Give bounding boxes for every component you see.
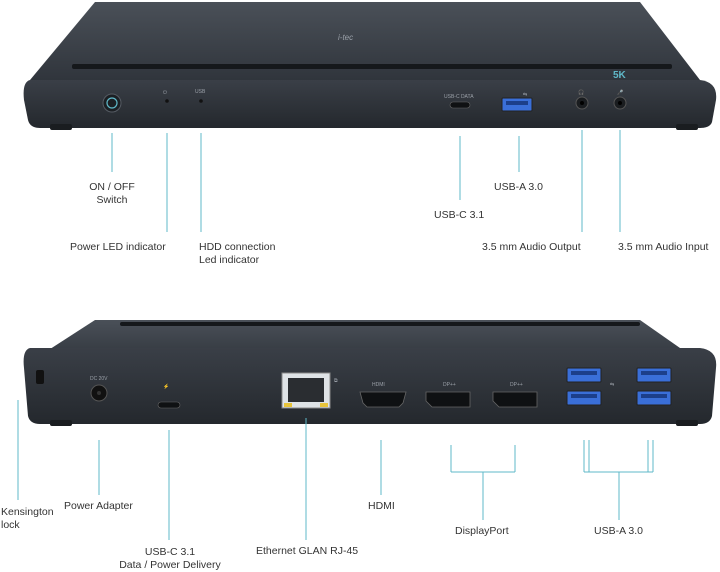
usb-c-pd-label-line2: Data / Power Delivery (119, 559, 221, 571)
dock-rear-slot (120, 322, 640, 326)
usb-a-tongue (506, 101, 528, 105)
hdmi-label: HDMI (368, 500, 395, 512)
dock-foot-right (676, 124, 698, 130)
dock-top-surface (30, 2, 700, 80)
displayport-1-print: DP++ (443, 382, 456, 388)
kensington-label-line2: lock (1, 519, 20, 531)
dock-rear-foot-left (50, 420, 72, 426)
usb-a-label: USB-A 3.0 (494, 181, 544, 193)
dock-rear-panel (23, 348, 717, 424)
top-callout-lines (111, 130, 621, 232)
brand-logo: i-tec (338, 33, 353, 42)
usb-ss-icon: ⇆ (610, 382, 614, 388)
headphones-icon: 🎧 (578, 89, 584, 96)
on-off-label-line1: ON / OFF (89, 181, 135, 193)
kensington-label: Kensington lock (1, 506, 54, 532)
dc-print: DC 20V (90, 376, 108, 382)
on-off-label: ON / OFF Switch (82, 181, 142, 207)
displayport-2-print: DP++ (510, 382, 523, 388)
hdd-led (199, 99, 203, 103)
power-led-icon: ⏻ (163, 90, 167, 96)
resolution-badge: 5K (613, 70, 627, 81)
hdd-led-label: HDD connection Led indicator (199, 241, 275, 267)
dock-rear-view: DC 20V ⚡ ⧉ HDMI DP++ DP++ (23, 320, 717, 426)
usb-c-pd-label-line1: USB-C 3.1 (144, 546, 196, 558)
dock-slot (72, 64, 672, 69)
dock-foot-left (50, 124, 72, 130)
displayport-2-port[interactable] (492, 391, 538, 408)
power-icon (106, 97, 118, 109)
audio-input-label: 3.5 mm Audio Input (618, 241, 709, 253)
usb-c-port[interactable] (449, 101, 471, 109)
dc-pin (97, 391, 101, 395)
on-off-label-line2: Switch (96, 194, 128, 206)
hdd-led-print: USB (195, 89, 206, 95)
dock-rear-foot-right (676, 420, 698, 426)
hdmi-print: HDMI (372, 382, 385, 388)
power-led (165, 99, 169, 103)
power-button[interactable] (102, 93, 122, 113)
usb-c-pd-port[interactable] (157, 401, 181, 409)
ethernet-led-left (284, 403, 292, 407)
dock-front-panel (23, 80, 717, 128)
power-led-label: Power LED indicator (70, 241, 166, 253)
usb-c-label: USB-C 3.1 (434, 209, 485, 221)
ethernet-socket (288, 378, 324, 402)
ethernet-led-right (320, 403, 328, 407)
ethernet-label: Ethernet GLAN RJ-45 (256, 545, 359, 557)
usb-c-pd-label: USB-C 3.1 Data / Power Delivery (111, 546, 229, 572)
dock-front-view: i-tec 5K ⏻ USB USB-C DATA ⇆ 🎧 (23, 2, 717, 130)
kensington-slot[interactable] (36, 370, 44, 384)
kensington-label-line1: Kensington (1, 506, 54, 518)
audio-input-hole (618, 101, 622, 105)
network-icon: ⧉ (334, 378, 338, 384)
bottom-callout-lines (17, 400, 654, 540)
usb-symbol-icon: ⇆ (523, 92, 527, 98)
usb-a-rear-label: USB-A 3.0 (594, 525, 644, 537)
displayport-label: DisplayPort (455, 525, 509, 537)
hdd-label-line2: Led indicator (199, 254, 260, 266)
audio-output-label: 3.5 mm Audio Output (482, 241, 581, 253)
usb-a-rear-ports: ⇆ (566, 367, 672, 406)
microphone-icon: 🎤 (617, 89, 624, 96)
usb-c-print: USB-C DATA (444, 94, 474, 100)
displayport-1-port[interactable] (425, 391, 471, 408)
power-adapter-label: Power Adapter (64, 500, 133, 512)
audio-output-hole (580, 101, 584, 105)
usb-c-pd-icon: ⚡ (163, 383, 169, 390)
hdmi-port[interactable] (359, 391, 407, 408)
hdd-label-line1: HDD connection (199, 241, 276, 253)
